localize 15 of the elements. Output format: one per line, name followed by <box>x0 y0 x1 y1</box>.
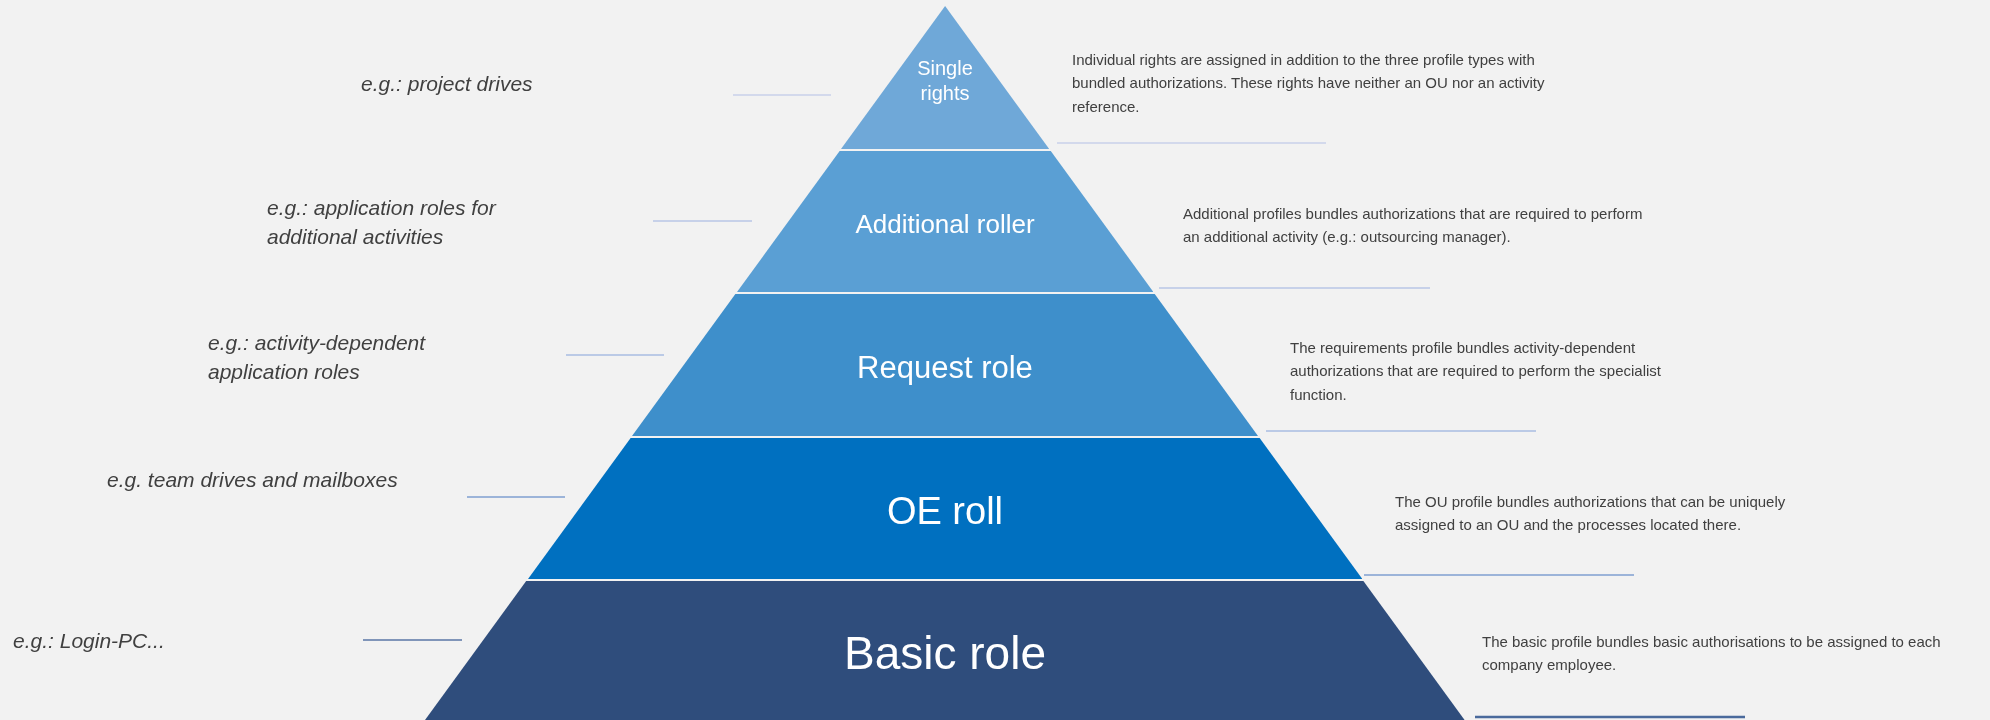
example-note: e.g. team drives and mailboxes <box>107 467 399 494</box>
example-note: e.g.: application roles for additional activities <box>267 194 498 250</box>
example-note: e.g.: project drives <box>361 71 534 98</box>
description-text: Additional profiles bundles authorizations that are required to perform an additional activity (e.g.: outsourcing manager). <box>1183 204 1644 248</box>
description-text: The requirements profile bundles activity-dependent authorizations that are required to perform the specialist function. <box>1290 338 1663 405</box>
example-note: e.g.: Login-PC... <box>13 628 166 655</box>
tier-label: Single rights <box>916 55 974 106</box>
description-text: The basic profile bundles basic authorisations to be assigned to each company employee. <box>1482 632 1942 676</box>
example-note: e.g.: activity-dependent application roles <box>208 329 427 385</box>
description-text: The OU profile bundles authorizations that can be uniquely assigned to an OU and the processes located there. <box>1395 492 1787 536</box>
tier-label: Additional roller <box>855 208 1035 241</box>
description-text: Individual rights are assigned in addition to the three profile types with bundled authorizations. These rights have neither an OU nor an activity reference. <box>1072 50 1546 117</box>
tier-label: Request role <box>857 348 1033 387</box>
tier-label: OE roll <box>886 488 1004 534</box>
tier-label: Basic role <box>844 625 1046 681</box>
